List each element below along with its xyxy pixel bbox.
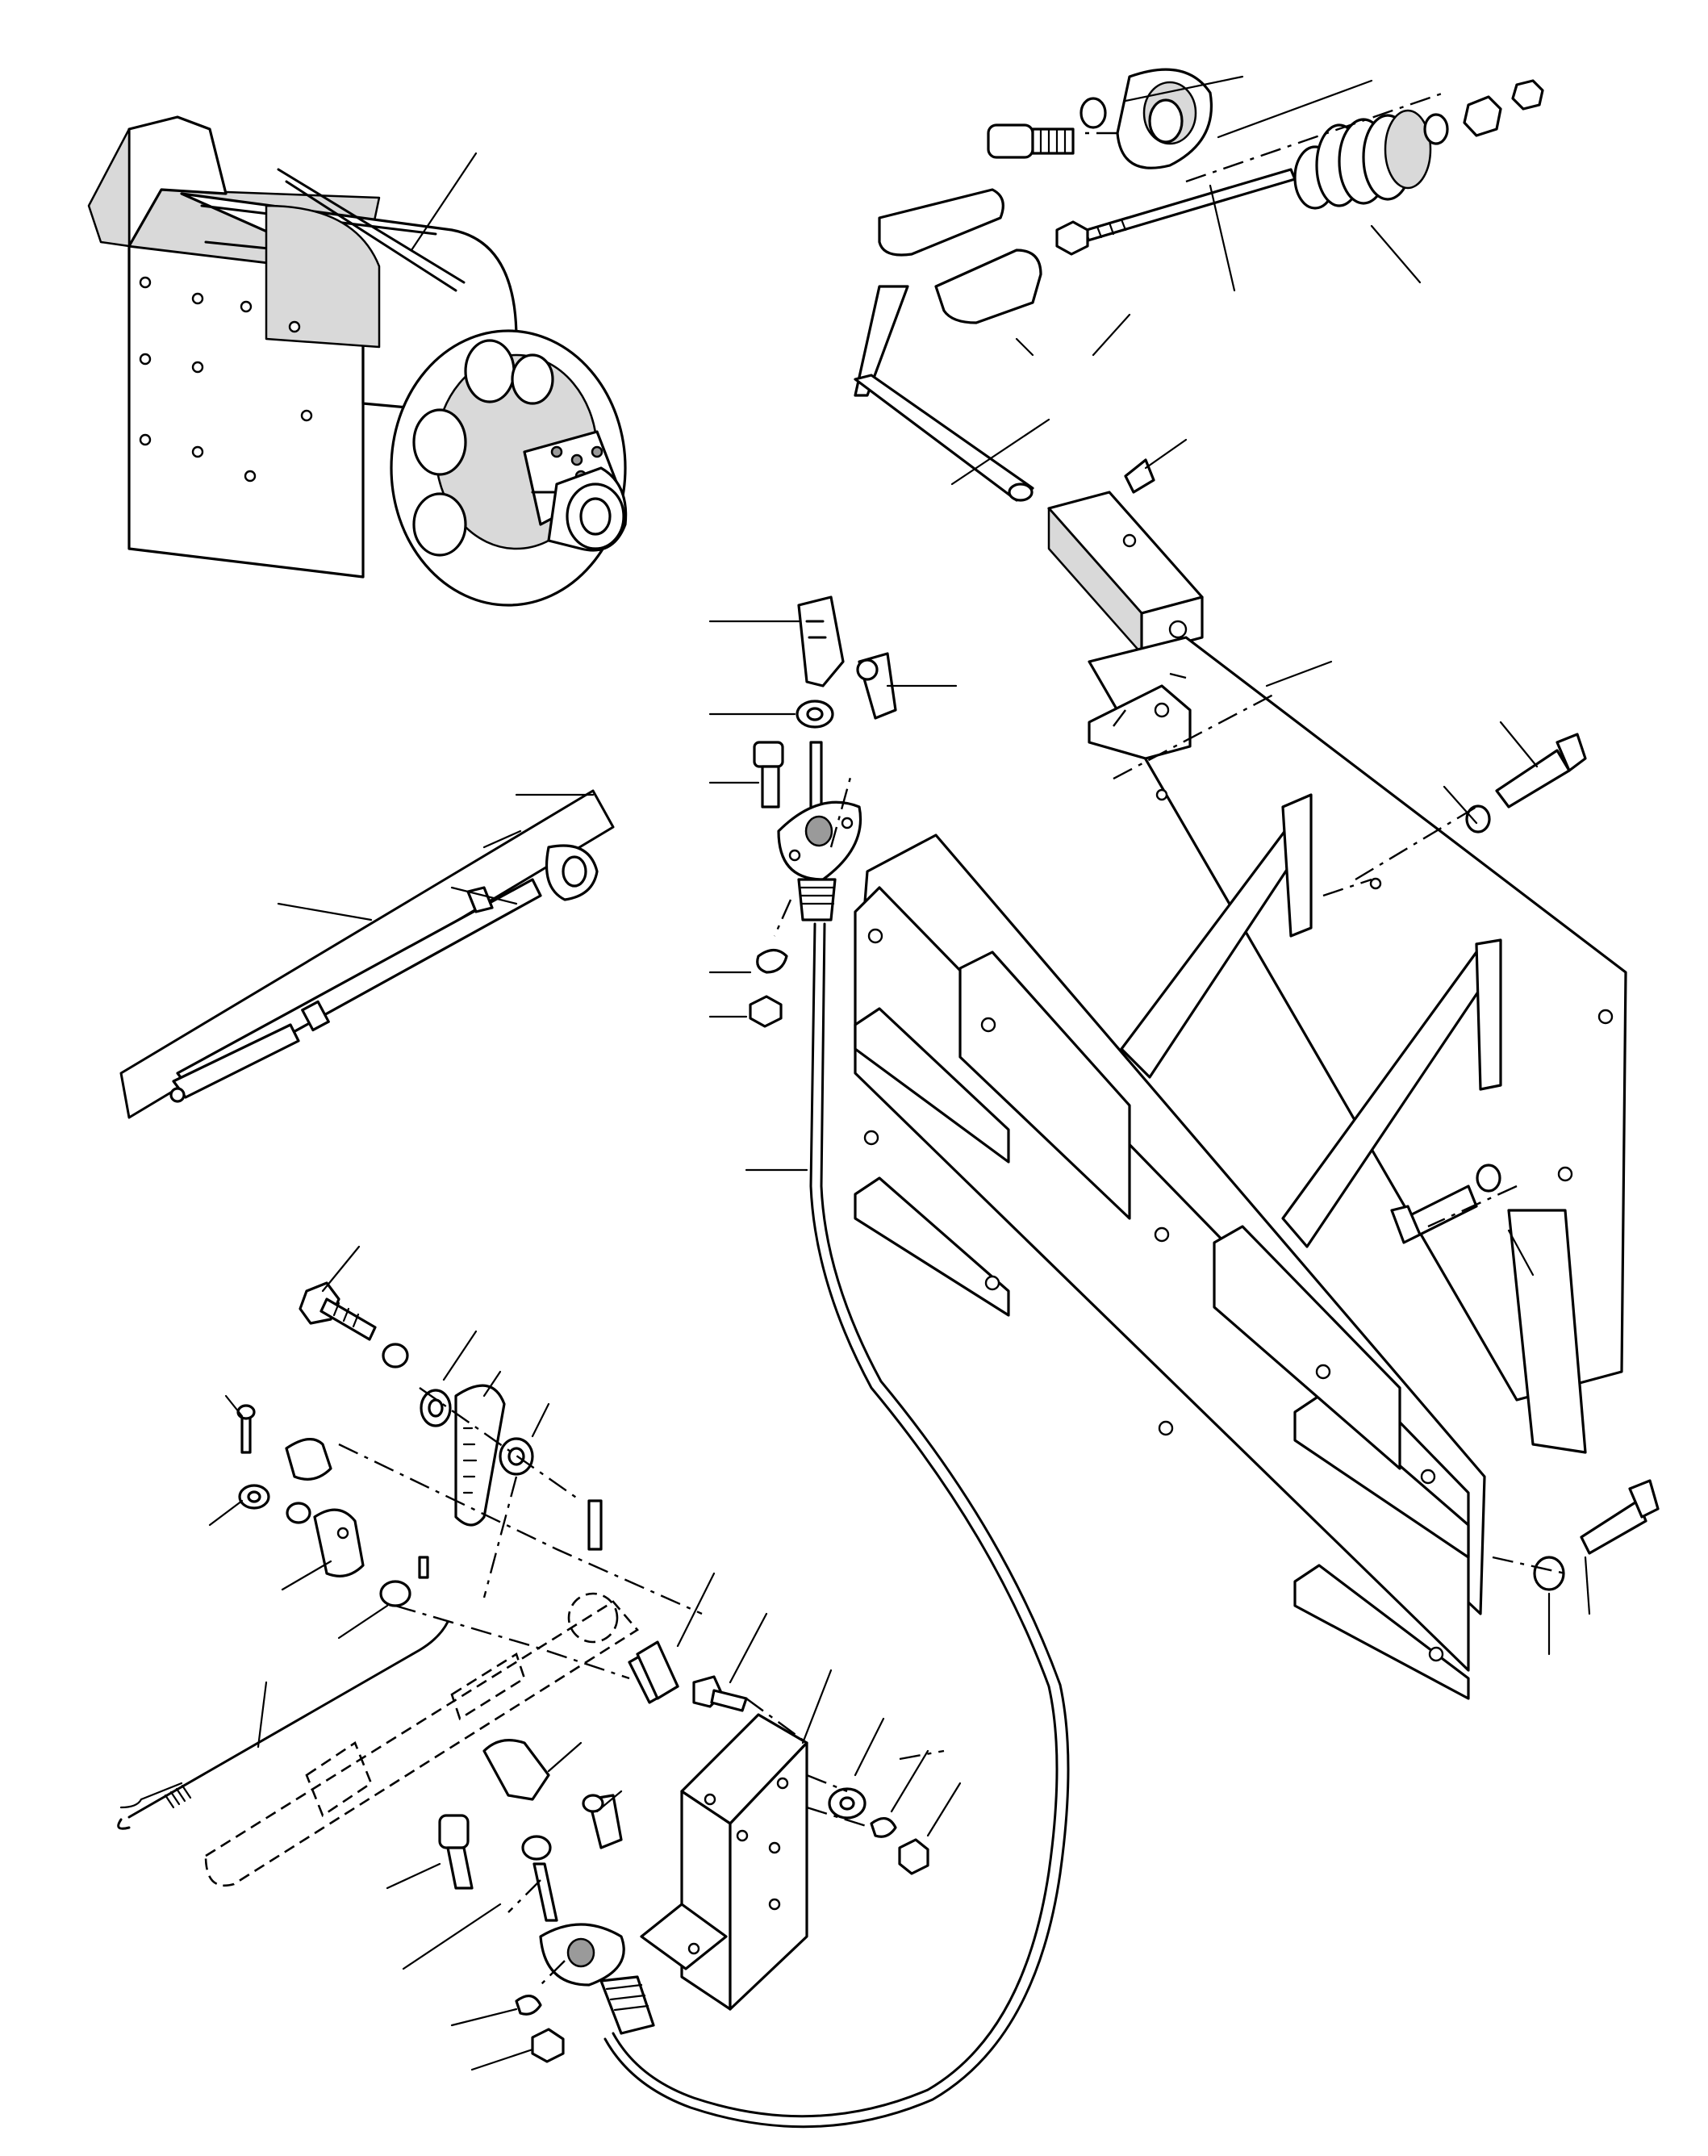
cable-end-upper <box>708 595 958 1028</box>
bolt-icon <box>1390 733 1660 1591</box>
mounting-bracket-plate <box>854 636 1660 1700</box>
bracket-holes <box>863 788 1614 1662</box>
cable-end-lower <box>450 1835 655 2071</box>
control-cable <box>603 922 1070 2129</box>
cable-clamp-bracket <box>482 1572 962 2011</box>
pivot-block <box>1047 438 1204 655</box>
control-lever <box>117 1245 703 1970</box>
spring-icon <box>1293 109 1432 210</box>
winch-assembly <box>87 115 628 607</box>
end-plate-holes <box>139 276 313 483</box>
brake-lever-arm <box>119 789 615 1119</box>
clutch-spring-assembly <box>854 68 1544 502</box>
